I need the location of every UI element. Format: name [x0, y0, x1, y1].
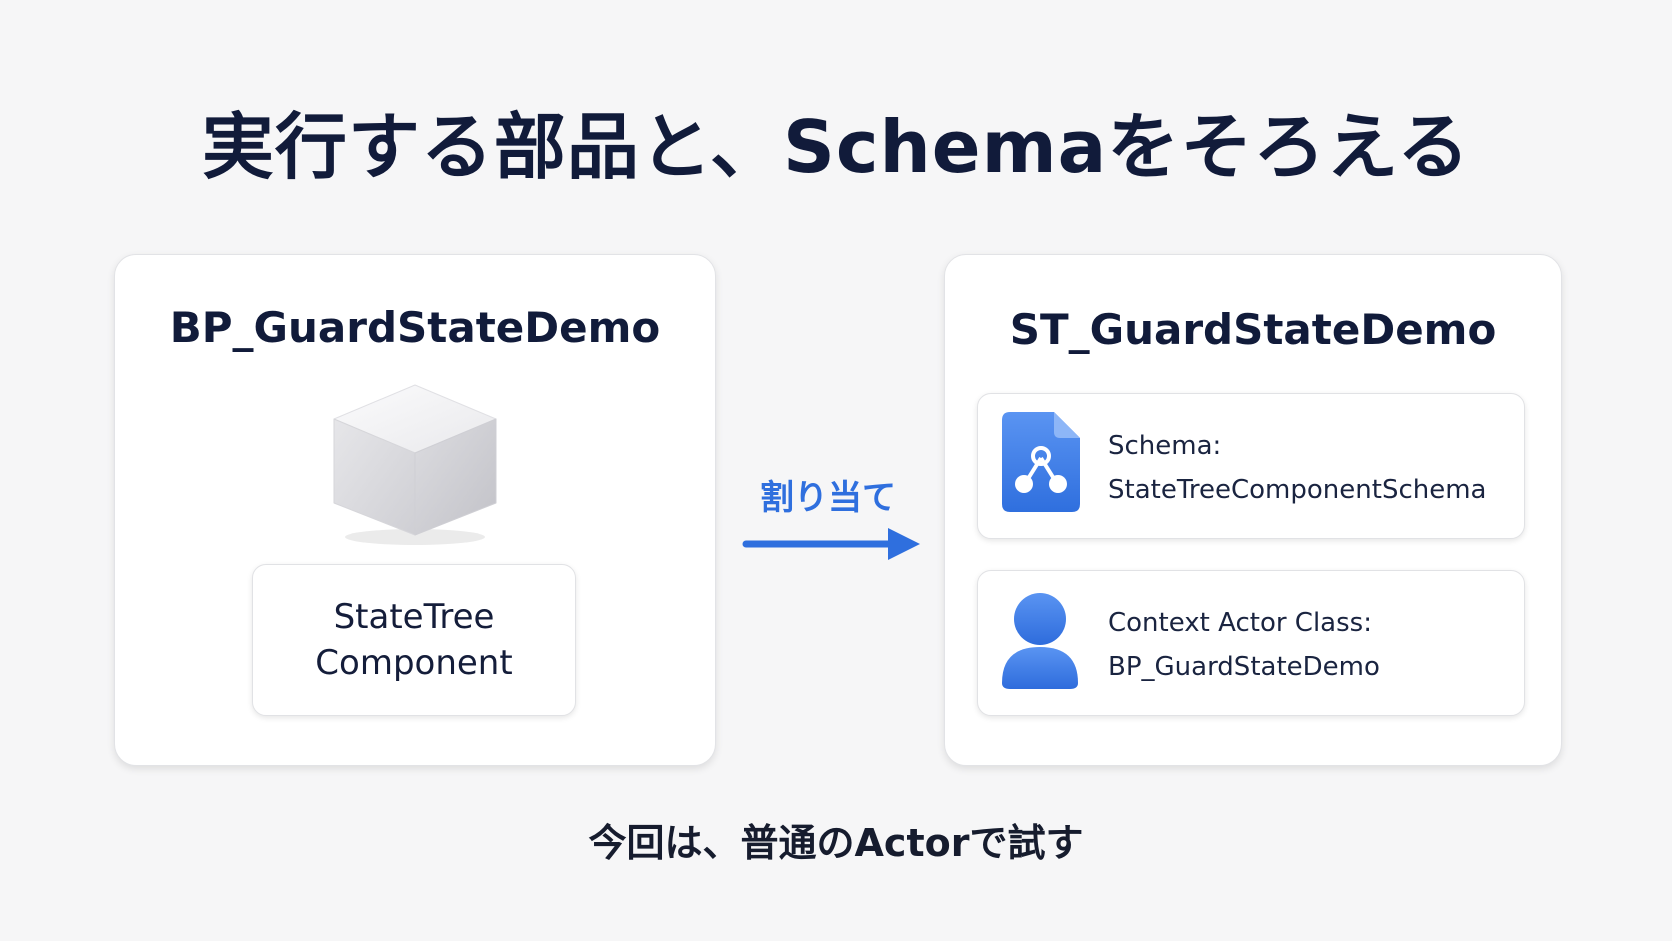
actor-value: BP_GuardStateDemo: [1108, 652, 1380, 682]
component-label-line1: StateTree: [333, 597, 495, 637]
context-actor-card: Context Actor Class: BP_GuardStateDemo: [977, 570, 1525, 716]
statetree-component-box: StateTree Component: [252, 564, 576, 716]
schema-label: Schema:: [1108, 431, 1222, 461]
cube-icon: [333, 384, 497, 545]
right-arrow-icon: [742, 528, 920, 560]
schema-text: Schema: StateTreeComponentSchema: [1108, 424, 1486, 512]
schema-document-icon: [1002, 412, 1080, 512]
slide-title: 実行する部品と、Schemaをそろえる: [201, 105, 1471, 189]
actor-label: Context Actor Class:: [1108, 608, 1372, 638]
schema-value: StateTreeComponentSchema: [1108, 475, 1487, 505]
actor-text: Context Actor Class: BP_GuardStateDemo: [1108, 601, 1380, 689]
blueprint-title: BP_GuardStateDemo: [169, 303, 661, 352]
component-label-line2: Component: [315, 643, 513, 683]
blueprint-panel: BP_GuardStateDemo StateTree Component: [114, 254, 716, 766]
person-icon: [1002, 593, 1078, 689]
footer-note: 今回は、普通のActorで試す: [588, 821, 1084, 865]
statetree-panel: ST_GuardStateDemo Schema: StateTreeCompo…: [944, 254, 1562, 766]
statetree-title: ST_GuardStateDemo: [1009, 305, 1497, 354]
assign-label: 割り当て: [760, 478, 896, 518]
schema-card: Schema: StateTreeComponentSchema: [977, 393, 1525, 539]
